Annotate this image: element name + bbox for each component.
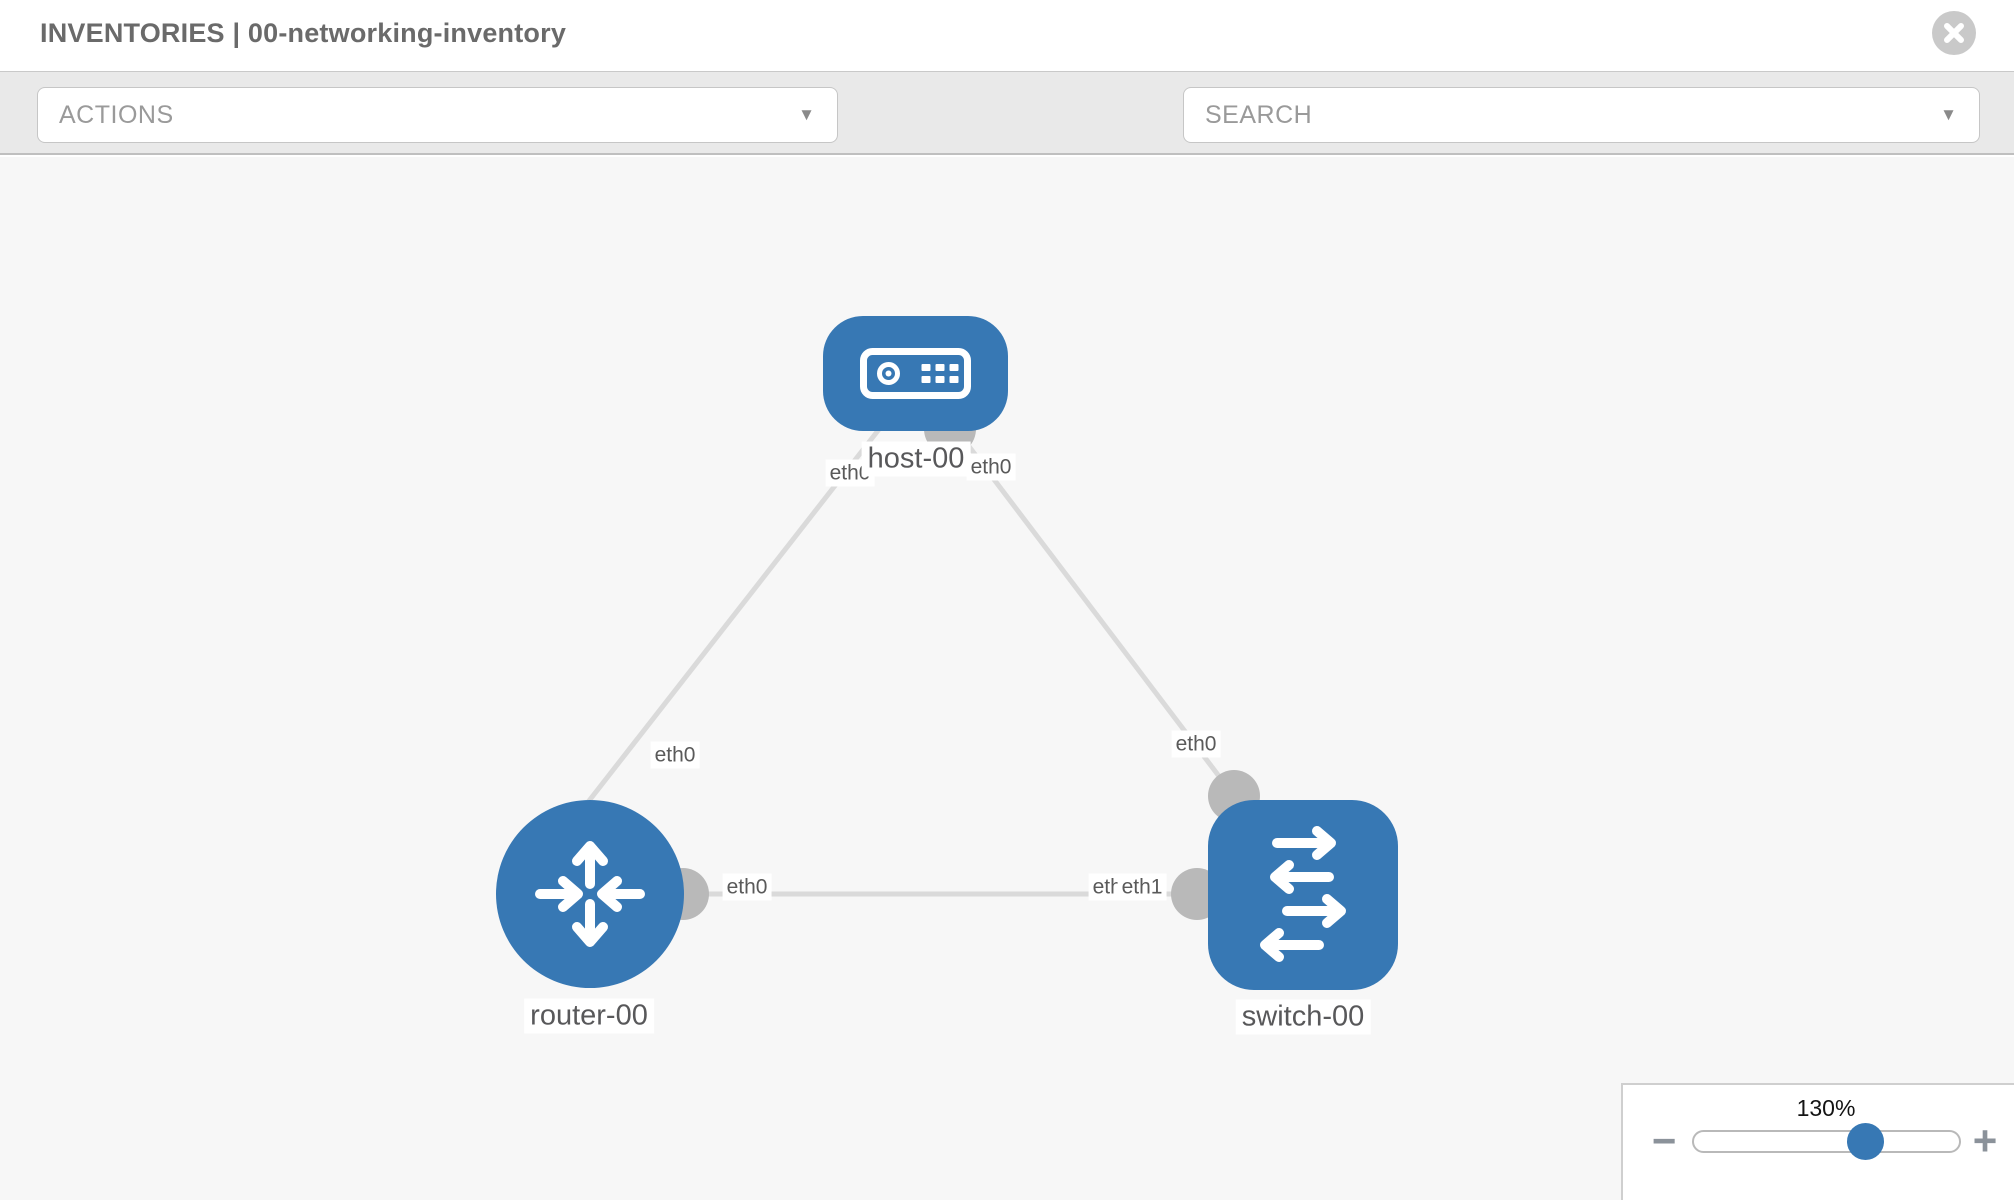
node-label-switch-00: switch-00 [1235, 999, 1371, 1035]
close-icon [1944, 23, 1964, 43]
link-host-router[interactable] [558, 426, 882, 840]
chevron-down-icon: ▼ [798, 105, 815, 124]
node-label-router-00: router-00 [524, 998, 654, 1034]
search-combo: ▼ [1183, 87, 1980, 143]
header: INVENTORIES | 00-networking-inventory [0, 0, 2014, 71]
zoom-slider-track[interactable] [1692, 1130, 1961, 1153]
chevron-down-icon: ▼ [1940, 105, 1957, 124]
host-icon [860, 348, 971, 399]
interface-label: eth0 [722, 873, 772, 901]
interface-label: eth0 [650, 741, 700, 769]
switch-icon [1260, 826, 1346, 962]
node-label-host-00: host-00 [861, 441, 971, 477]
zoom-in-button[interactable]: + [1972, 1117, 1998, 1164]
toolbar: ACTIONS ▼ ▼ [0, 71, 2014, 206]
actions-dropdown-label: ACTIONS [59, 101, 174, 129]
router-icon [535, 841, 645, 947]
node-router-00[interactable] [496, 800, 684, 988]
search-input[interactable] [1184, 88, 1979, 142]
zoom-out-button[interactable]: − [1651, 1117, 1677, 1164]
interface-label: eth0 [1171, 730, 1221, 758]
zoom-slider-thumb[interactable] [1847, 1123, 1884, 1160]
page-title: INVENTORIES | 00-networking-inventory [40, 18, 567, 48]
topology-canvas[interactable]: eth0 host-00 eth0 eth0 eth0 eth0 eth1 et… [0, 157, 2014, 1200]
interface-label: eth1 [1117, 873, 1167, 901]
zoom-control-panel: 130% − + [1621, 1083, 2014, 1200]
actions-dropdown[interactable]: ACTIONS ▼ [37, 87, 838, 143]
zoom-percent: 130% [1796, 1095, 1856, 1121]
node-switch-00[interactable] [1208, 800, 1398, 990]
close-button[interactable] [1932, 11, 1976, 55]
node-host-00[interactable] [823, 316, 1008, 431]
interface-label: eth0 [966, 453, 1016, 481]
